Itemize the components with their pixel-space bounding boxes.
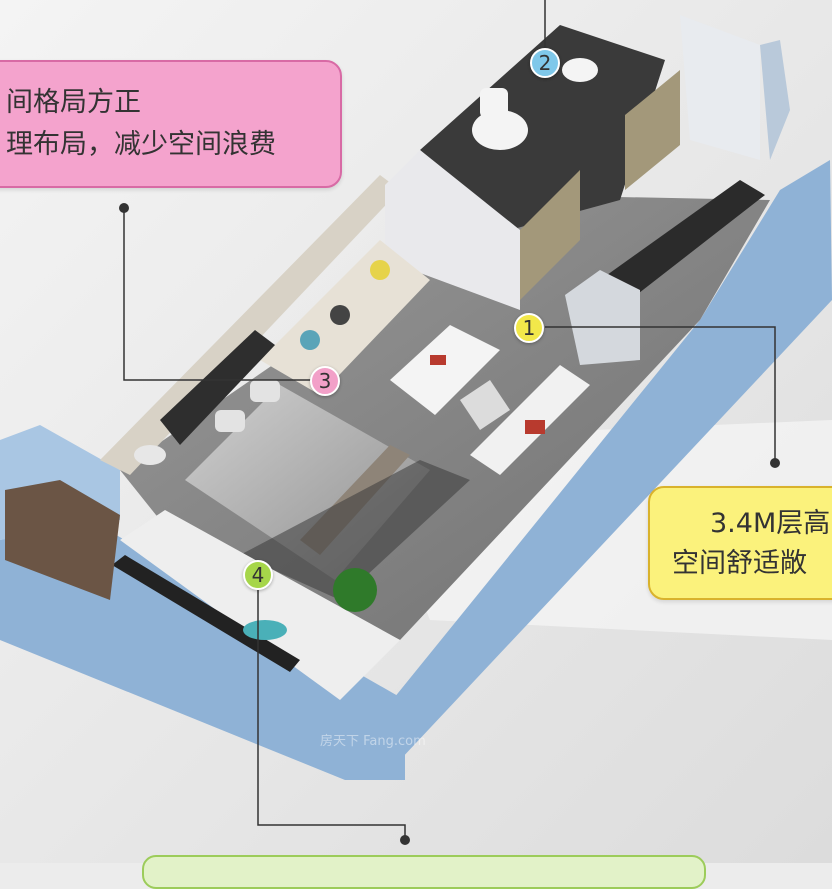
- desk-item-red: [525, 420, 545, 434]
- toilet: [472, 110, 528, 150]
- sink: [562, 58, 598, 82]
- inner-wall-top: [100, 175, 400, 475]
- outer-wall-right: [360, 160, 832, 760]
- coffee-table: [390, 325, 500, 415]
- balcony-cushion: [243, 620, 287, 640]
- balcony-railing: [112, 555, 300, 672]
- bathroom-partition: [520, 170, 580, 300]
- marker-3: 3: [310, 366, 340, 396]
- leader-dot: [119, 203, 129, 213]
- pillow: [215, 410, 245, 432]
- callout-ceiling-height: 3.4M层高 空间舒适敞: [648, 486, 832, 600]
- wall-panel-right: [625, 70, 680, 190]
- toilet-tank: [480, 88, 508, 118]
- sofa-pillow: [330, 305, 350, 325]
- marker-2: 2: [530, 48, 560, 78]
- headboard: [160, 330, 275, 445]
- table-item-red: [430, 355, 446, 365]
- watermark: 房天下 Fang.com: [320, 733, 426, 749]
- sofa-pillow: [370, 260, 390, 280]
- leader-line-1: [545, 326, 776, 462]
- marker-1: 1: [514, 313, 544, 343]
- callout-text-line: 3.4M层高: [710, 508, 831, 539]
- balcony-blind: [5, 480, 120, 600]
- sofa-pillow: [300, 330, 320, 350]
- callout-text-line: 空间舒适敞: [672, 548, 807, 579]
- balcony-floor: [120, 510, 400, 700]
- leader-line-3: [123, 210, 312, 381]
- callout-text-line: 间格局方正: [6, 87, 141, 118]
- leader-line-4: [257, 590, 406, 840]
- floor-plan-illustration: 房天下 Fang.com: [0, 0, 832, 863]
- fridge: [565, 270, 640, 365]
- bathroom-floor: [420, 25, 665, 230]
- plant: [333, 568, 377, 612]
- callout-bottom: [142, 855, 706, 889]
- marker-4: 4: [243, 560, 273, 590]
- callout-layout-square: 间格局方正 理布局，减少空间浪费: [0, 60, 342, 188]
- kitchen-counter: [600, 180, 765, 300]
- leader-dot: [770, 458, 780, 468]
- callout-text-line: 理布局，减少空间浪费: [6, 129, 276, 160]
- door-frame: [760, 40, 790, 160]
- entry-door: [680, 15, 760, 160]
- chair: [460, 380, 510, 430]
- leader-dot: [400, 835, 410, 845]
- pillow: [250, 380, 280, 402]
- bathroom-wall: [385, 150, 520, 310]
- rug: [240, 460, 470, 600]
- table-lamp: [134, 445, 166, 465]
